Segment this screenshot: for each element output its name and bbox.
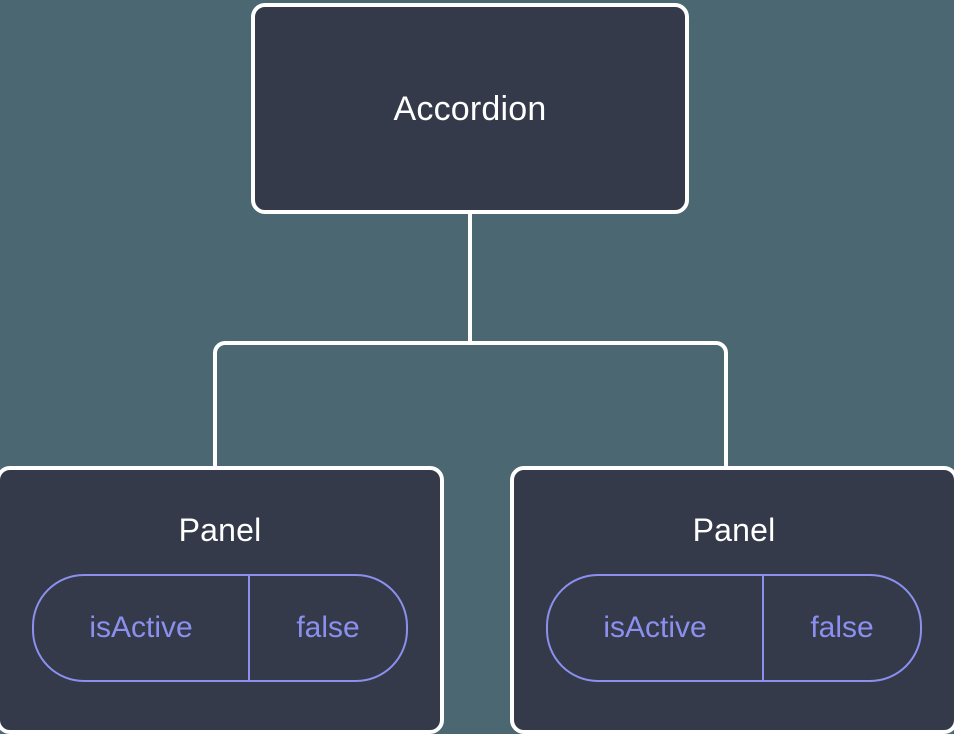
state-badge[interactable]: isActive false [546,574,922,682]
state-value: false [810,611,874,644]
edge-bus-to-panel-1 [213,341,470,470]
node-title: Panel [178,512,262,548]
node-accordion[interactable]: Accordion [251,3,689,214]
node-title: Accordion [393,89,547,128]
state-key: isActive [34,576,250,680]
edge-bus-to-panel-2 [470,341,728,470]
state-key: isActive [548,576,764,680]
state-badge[interactable]: isActive false [32,574,408,682]
node-title: Panel [692,512,776,548]
node-panel-2[interactable]: Panel isActive false [510,466,954,734]
state-value: false [296,611,360,644]
node-panel-1[interactable]: Panel isActive false [0,466,444,734]
